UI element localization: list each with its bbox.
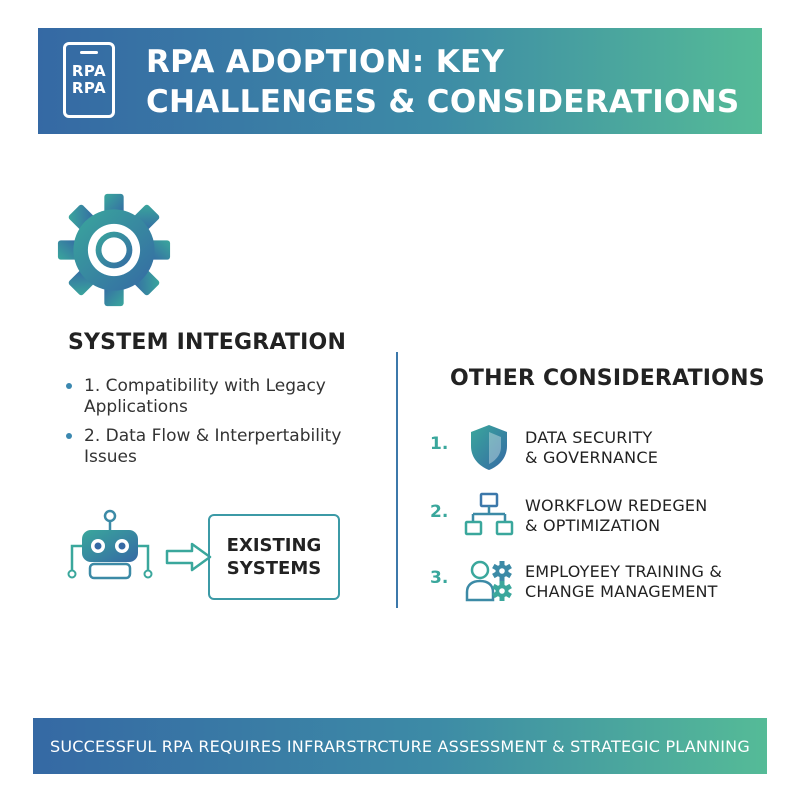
consideration-label-line2: & GOVERNANCE <box>525 448 659 467</box>
arrow-right-icon <box>165 542 212 572</box>
footer-banner: SUCCESSFUL RPA REQUIRES INFRARSTRCTURE A… <box>33 718 767 774</box>
consideration-item-training: 3. EMPLOYEEY TRAINING & CHANGE MANAGEMEN… <box>430 556 770 608</box>
consideration-label-line1: EMPLOYEEY TRAINING & <box>525 562 722 581</box>
list-item-line2: Issues <box>84 447 137 467</box>
logo-text-bottom: RPA <box>71 79 107 97</box>
consideration-label: DATA SECURITY & GOVERNANCE <box>525 428 658 468</box>
page-title-line1: RPA ADOPTION: KEY <box>146 44 505 80</box>
logo-text-top: RPA <box>71 62 107 80</box>
consideration-number: 3. <box>430 568 449 588</box>
page-title-line2: CHALLENGES & CONSIDERATIONS <box>146 84 740 120</box>
employee-gear-icon <box>465 560 512 602</box>
column-divider <box>396 352 398 608</box>
consideration-number: 2. <box>430 502 449 522</box>
shield-icon <box>471 425 507 470</box>
existing-systems-line1: EXISTING <box>226 535 322 556</box>
consideration-item-workflow: 2. WORKFLOW REDEGEN & OPTIMIZATION <box>430 490 770 542</box>
gear-icon <box>57 193 171 307</box>
list-item-line1: 2. Data Flow & Interpertability <box>84 426 342 446</box>
existing-systems-box: EXISTING SYSTEMS <box>208 514 340 600</box>
footer-text: SUCCESSFUL RPA REQUIRES INFRARSTRCTURE A… <box>50 736 750 756</box>
header-banner: RPA RPA RPA ADOPTION: KEY CHALLENGES & C… <box>38 28 762 134</box>
consideration-item-security: 1. DATA SECURITY & GOVERNANCE <box>430 422 770 474</box>
integration-list: 1. Compatibility with Legacy Application… <box>66 376 366 476</box>
list-item-line1: 1. Compatibility with Legacy <box>84 376 326 396</box>
consideration-label-line2: CHANGE MANAGEMENT <box>525 582 718 601</box>
consideration-label: WORKFLOW REDEGEN & OPTIMIZATION <box>525 496 707 536</box>
list-item: 2. Data Flow & Interpertability Issues <box>66 426 366 468</box>
system-integration-title: SYSTEM INTEGRATION <box>68 330 347 355</box>
list-item: 1. Compatibility with Legacy Application… <box>66 376 366 418</box>
robot-icon <box>67 509 153 580</box>
other-considerations-title: OTHER CONSIDERATIONS <box>450 366 765 391</box>
consideration-label-line2: & OPTIMIZATION <box>525 516 661 535</box>
consideration-number: 1. <box>430 434 449 454</box>
consideration-label-line1: WORKFLOW REDEGEN <box>525 496 708 515</box>
list-item-line2: Applications <box>84 397 188 417</box>
consideration-label: EMPLOYEEY TRAINING & CHANGE MANAGEMENT <box>525 562 722 602</box>
page-title: RPA ADOPTION: KEY CHALLENGES & CONSIDERA… <box>146 42 746 122</box>
existing-systems-line2: SYSTEMS <box>226 558 322 579</box>
workflow-icon <box>464 492 514 536</box>
consideration-label-line1: DATA SECURITY <box>525 428 653 447</box>
rpa-logo-icon: RPA RPA <box>63 42 115 118</box>
